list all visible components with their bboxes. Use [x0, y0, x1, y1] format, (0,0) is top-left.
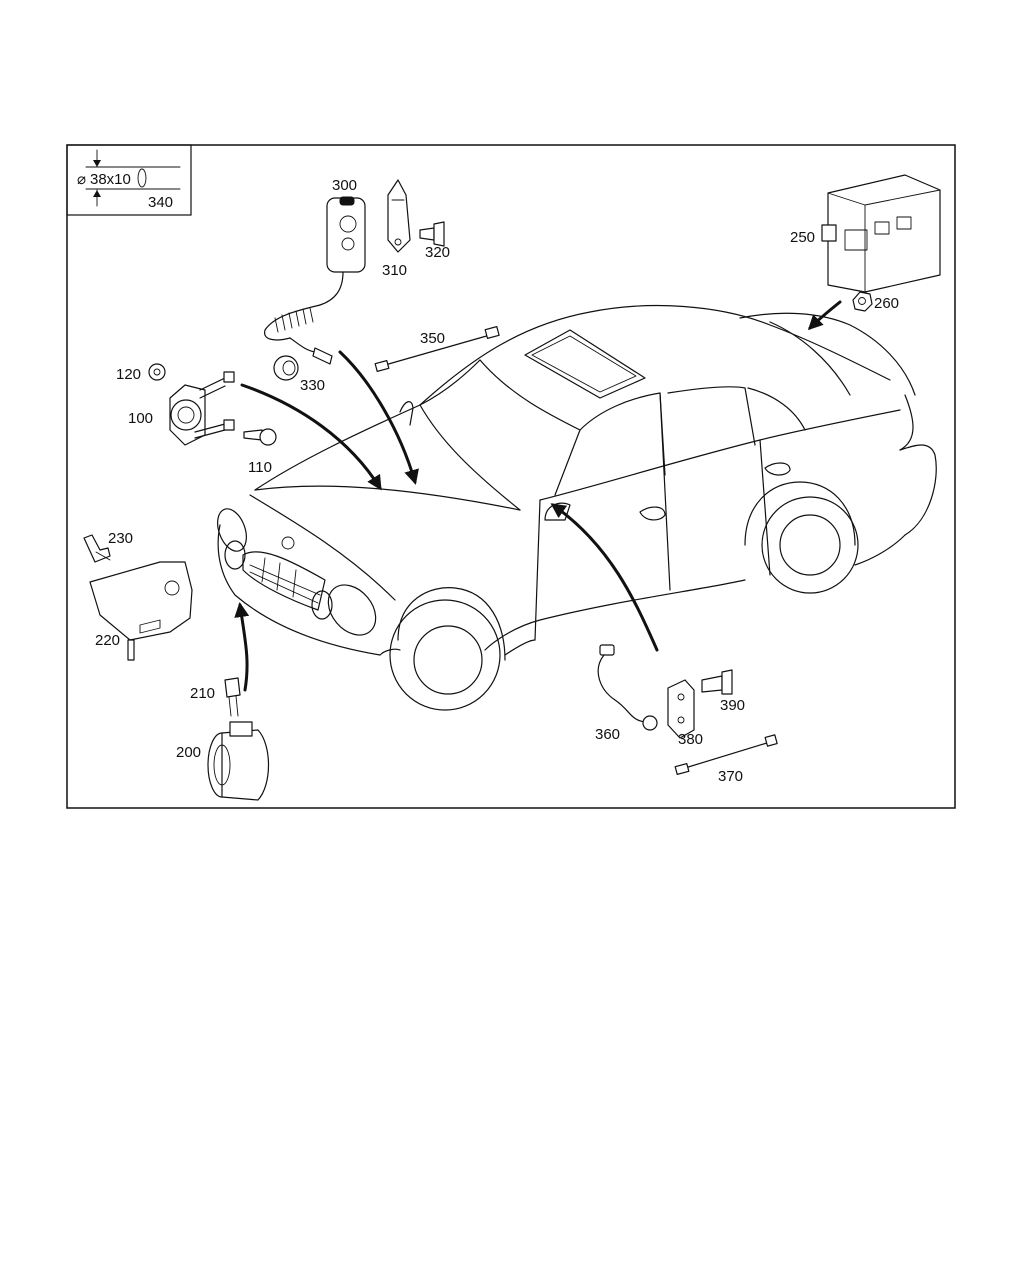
- callout-260: 260: [874, 295, 899, 312]
- plate-380: [667, 679, 695, 739]
- callout-250: 250: [790, 229, 815, 246]
- grommet-330: [273, 355, 299, 381]
- legend-part-number: 340: [148, 194, 173, 211]
- callout-110: 110: [248, 459, 272, 476]
- callout-390: 390: [720, 697, 745, 714]
- callout-330: 330: [300, 377, 325, 394]
- callout-120: 120: [116, 366, 141, 383]
- legend-dimension: 38x10: [90, 171, 131, 188]
- nut-260: [852, 291, 873, 312]
- horn-200: [207, 721, 270, 801]
- callout-380: 380: [678, 731, 703, 748]
- bracket-310: [387, 179, 411, 253]
- callout-360: 360: [595, 726, 620, 743]
- diameter-symbol: ⌀: [77, 171, 86, 188]
- pointer-arrows: [234, 300, 842, 692]
- callout-310: 310: [382, 262, 407, 279]
- callout-200: 200: [176, 744, 201, 761]
- sensor-unit-100: [169, 371, 235, 446]
- screw-320: [419, 221, 445, 247]
- diagram-frame: [66, 144, 956, 809]
- car-outline: [217, 304, 937, 711]
- callout-350: 350: [420, 330, 445, 347]
- screw-110: [243, 428, 277, 446]
- callout-220: 220: [95, 632, 120, 649]
- control-unit-250: [821, 174, 941, 293]
- screw-210: [224, 677, 241, 717]
- sensor-cable-360: [597, 644, 658, 731]
- callout-370: 370: [718, 768, 743, 785]
- callout-300: 300: [332, 177, 357, 194]
- legend-box: ⌀ 38x10 340: [66, 144, 192, 216]
- callout-210: 210: [190, 685, 215, 702]
- bracket-220: [89, 561, 193, 661]
- screw-230: [83, 534, 111, 563]
- remote-control-unit: [264, 196, 366, 365]
- nut-120: [148, 363, 166, 381]
- screw-390: [701, 669, 733, 695]
- cable-370: [674, 734, 778, 776]
- callout-230: 230: [108, 530, 133, 547]
- callout-100: 100: [128, 410, 153, 427]
- cable-350: [374, 325, 500, 373]
- callout-320: 320: [425, 244, 450, 261]
